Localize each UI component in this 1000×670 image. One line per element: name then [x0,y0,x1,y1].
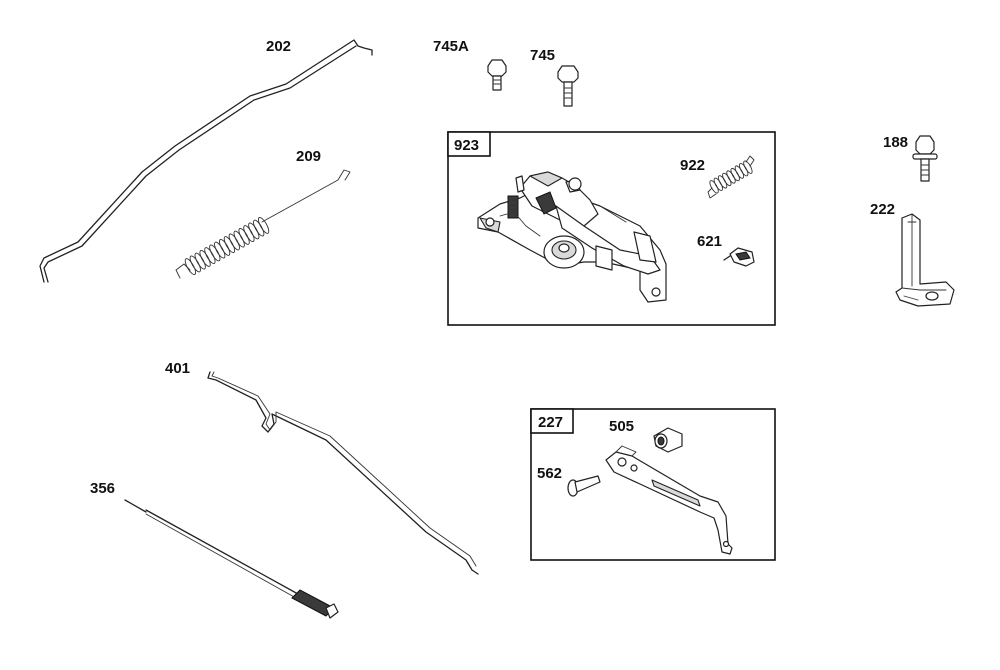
label-621: 621 [697,233,722,250]
kit-box-923 [447,131,776,326]
kit-tag-227 [530,408,574,434]
label-922: 922 [680,157,705,174]
part-745-bolt [557,65,579,107]
part-188-bolt [912,135,938,182]
part-202-rod [39,39,373,283]
kit-tag-923 [447,131,491,157]
part-621-clip [723,247,755,267]
part-209-spring [175,169,351,279]
part-505-bushing [653,427,683,453]
part-222-bracket [895,213,955,307]
part-401-wire [207,371,479,575]
part-356-wire-connector [124,499,339,619]
label-222: 222 [870,201,895,218]
label-923: 923 [454,137,479,154]
label-745: 745 [530,47,555,64]
label-209: 209 [296,148,321,165]
label-227: 227 [538,414,563,431]
part-923-control-bracket [477,171,667,303]
label-505: 505 [609,418,634,435]
label-356: 356 [90,480,115,497]
part-227-lever [605,445,733,555]
label-401: 401 [165,360,190,377]
part-922-spring [707,155,755,199]
label-188: 188 [883,134,908,151]
label-745a: 745A [433,38,469,55]
kit-box-227 [530,408,776,561]
label-202: 202 [266,38,291,55]
part-562-pin [567,475,601,497]
label-562: 562 [537,465,562,482]
part-745a-bolt [487,59,507,91]
